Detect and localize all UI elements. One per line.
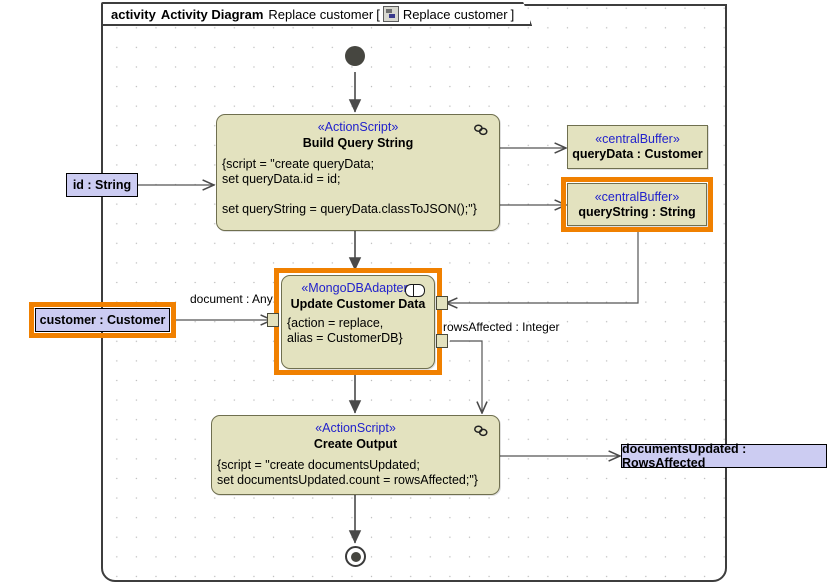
central-buffer-query-string[interactable]: «centralBuffer» queryString : String xyxy=(567,183,707,226)
script-icon xyxy=(474,425,488,437)
activity-parameter-id[interactable]: id : String xyxy=(66,173,138,197)
activity-final-node[interactable] xyxy=(345,546,366,567)
edge-label-rows-affected: rowsAffected : Integer xyxy=(443,320,560,334)
activity-parameter-customer[interactable]: customer : Customer xyxy=(35,308,170,332)
action-name: Update Customer Data xyxy=(290,297,426,311)
input-pin-query-string[interactable] xyxy=(436,296,448,310)
action-update-customer-data[interactable]: «MongoDBAdapter» Update Customer Data {a… xyxy=(281,275,435,369)
buffer-name: queryString : String xyxy=(578,204,696,219)
frame-keyword: activity xyxy=(111,6,156,22)
stereotype-label: «centralBuffer» xyxy=(594,189,680,204)
action-name: Create Output xyxy=(313,437,398,451)
frame-diagram-name: Replace customer xyxy=(402,6,508,22)
action-name: Build Query String xyxy=(302,136,414,150)
selection-highlight-query-string xyxy=(561,177,713,232)
call-behavior-icon xyxy=(405,284,425,297)
parameter-label: customer : Customer xyxy=(39,313,166,327)
stereotype-label: «MongoDBAdapter» xyxy=(301,281,415,295)
script-icon xyxy=(474,124,488,136)
activity-parameter-documents-updated[interactable]: documentsUpdated : RowsAffected xyxy=(621,442,827,470)
activity-diagram-icon xyxy=(383,6,399,22)
stereotype-label: «ActionScript» xyxy=(315,421,396,435)
action-body: {script = "create queryData; set queryDa… xyxy=(222,157,477,216)
output-pin-rows-affected[interactable] xyxy=(436,334,448,348)
frame-bracket-open: [ xyxy=(376,6,380,22)
stereotype-label: «centralBuffer» xyxy=(595,132,680,146)
action-body: {action = replace, alias = CustomerDB} xyxy=(287,316,403,345)
buffer-name: queryData : Customer xyxy=(572,147,703,161)
action-body: {script = "create documentsUpdated; set … xyxy=(217,458,478,487)
action-create-output[interactable]: «ActionScript» Create Output {script = "… xyxy=(211,415,500,495)
frame-type-label: Activity Diagram xyxy=(160,6,264,22)
frame-activity-name: Replace customer xyxy=(268,6,374,22)
stereotype-label: «ActionScript» xyxy=(317,120,399,134)
selection-highlight-customer xyxy=(29,302,176,338)
input-pin-document[interactable] xyxy=(267,313,279,327)
initial-node[interactable] xyxy=(345,46,365,66)
action-build-query-string[interactable]: «ActionScript» Build Query String {scrip… xyxy=(216,114,500,231)
central-buffer-query-data[interactable]: «centralBuffer» queryData : Customer xyxy=(567,125,708,169)
edge-label-document-any: document : Any xyxy=(190,292,273,306)
diagram-frame-header: activity Activity Diagram Replace custom… xyxy=(101,2,532,26)
parameter-label: id : String xyxy=(72,178,132,192)
frame-bracket-close: ] xyxy=(510,6,515,22)
parameter-label: documentsUpdated : RowsAffected xyxy=(622,442,747,470)
